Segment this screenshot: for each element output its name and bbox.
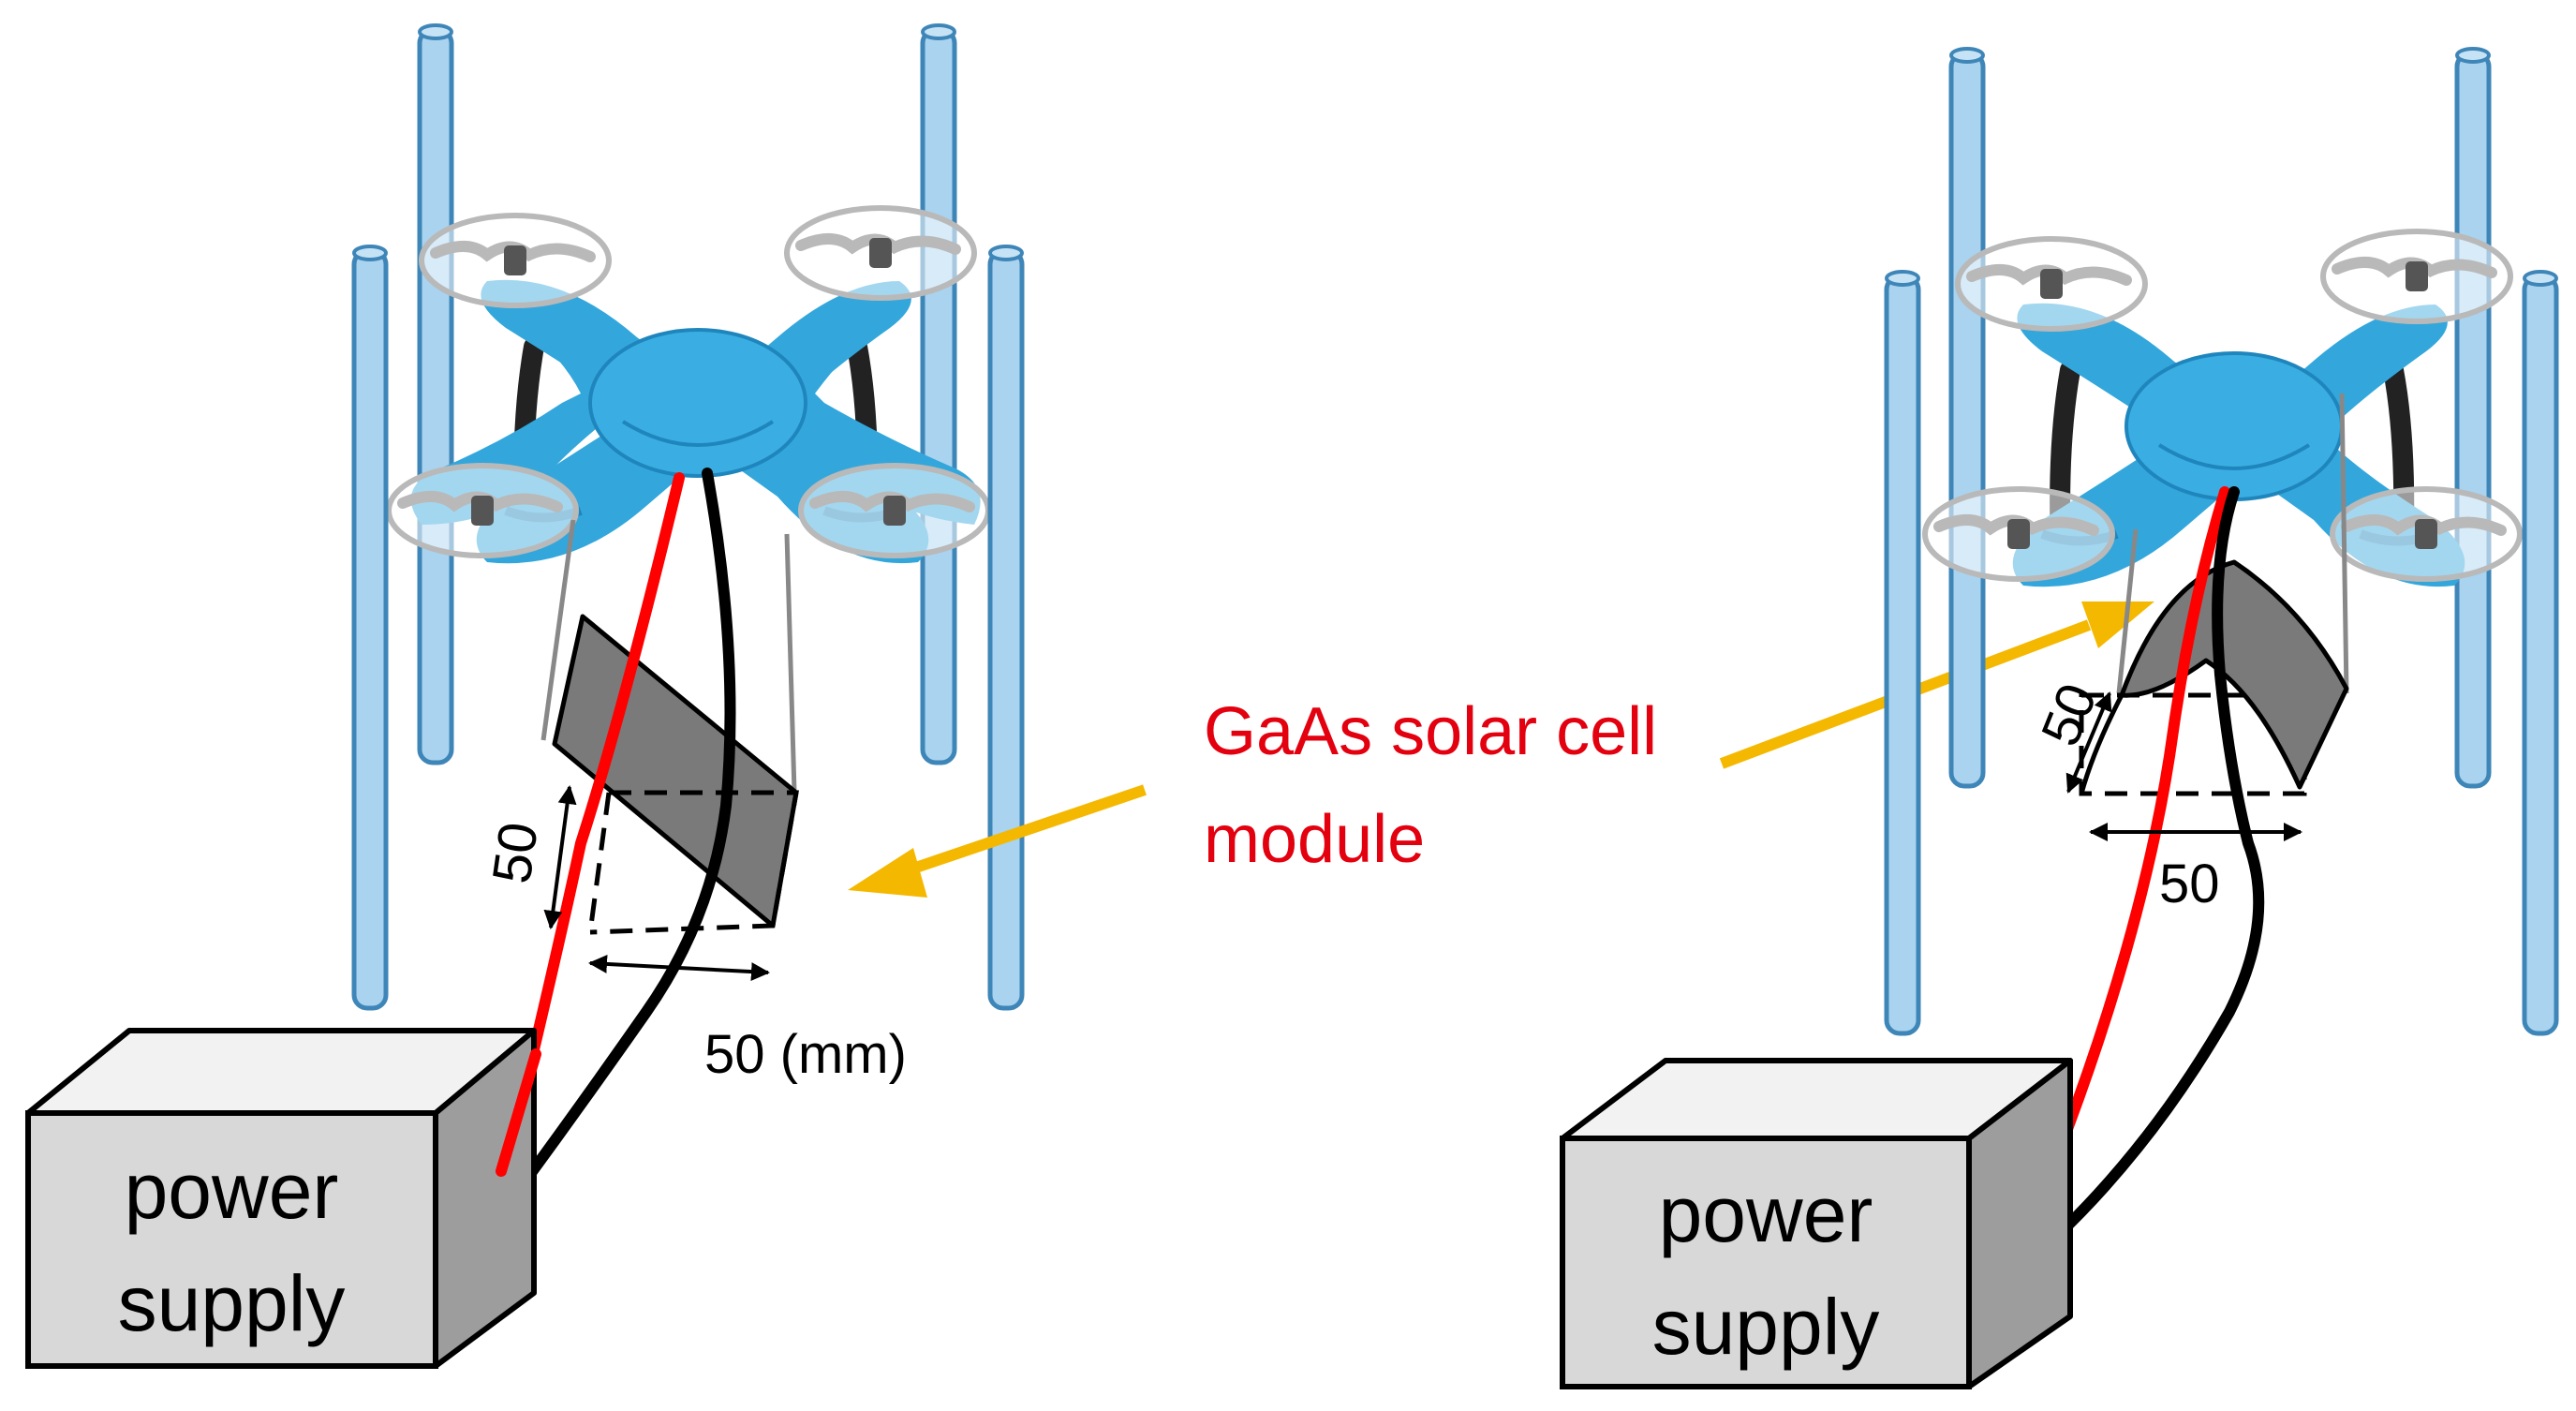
suspension-string — [2339, 393, 2349, 694]
power-supply-label-line1: power — [125, 1147, 339, 1235]
callout-label-line2: module — [1204, 802, 1425, 877]
guide-pole-left-back-2 — [920, 23, 957, 765]
callout-arrowhead-right — [2081, 602, 2154, 648]
panel-projection-dashed — [2079, 692, 2307, 796]
wire-negative-right — [2050, 486, 2265, 1242]
suspension-string — [2116, 528, 2139, 694]
propeller-right-4 — [2330, 486, 2523, 582]
dimension-label-vertical: 50 — [481, 819, 550, 887]
guide-pole-left-front-1 — [351, 245, 389, 1011]
dimension-label-vertical: 50 — [2030, 676, 2109, 754]
solar-panel-flat — [552, 614, 799, 928]
propeller-left-2 — [784, 205, 977, 301]
guide-pole-right-front-2 — [2522, 270, 2559, 1036]
callout-arrow-left — [897, 784, 1147, 879]
dimension-label-horizontal: 50 (mm) — [704, 1024, 907, 1085]
guide-pole-left-front-2 — [987, 245, 1025, 1011]
left-setup: 50 50 (mm) power supply — [25, 23, 1025, 1369]
power-supply-left: power supply — [25, 1028, 537, 1369]
panel-projection-dashed — [587, 792, 612, 933]
dimension-line-vertical — [543, 785, 577, 929]
guide-pole-left-back-1 — [417, 23, 454, 765]
guide-pole-right-back-2 — [2454, 47, 2492, 789]
wire-positive-right — [2036, 486, 2230, 1200]
dimension-line-vertical — [2065, 691, 2112, 794]
wire-negative-left — [505, 468, 736, 1207]
right-setup: 50 50 power supply — [1560, 47, 2559, 1389]
guide-pole-right-front-1 — [1884, 270, 1921, 1036]
power-supply-label-line2: supply — [118, 1259, 346, 1347]
propeller-left-4 — [798, 463, 991, 558]
power-supply-right: power supply — [1560, 1058, 2073, 1389]
callout-arrowhead-left — [848, 848, 927, 898]
solar-panel-curved — [2119, 559, 2349, 790]
power-supply-label-line1: power — [1659, 1170, 1873, 1258]
propeller-right-3 — [1922, 486, 2115, 582]
guide-pole-right-back-1 — [1948, 47, 1986, 789]
propeller-left-1 — [419, 213, 612, 308]
suspension-string — [784, 533, 797, 793]
propeller-left-3 — [386, 463, 579, 558]
dimension-label-horizontal: 50 — [2159, 854, 2220, 914]
panel-projection-dashed — [589, 790, 799, 935]
propeller-right-2 — [2320, 229, 2513, 324]
callout-label-line1: GaAs solar cell — [1204, 694, 1657, 769]
dimension-line-horizontal — [588, 954, 770, 982]
solar-cell-callout: GaAs solar cell module — [848, 602, 2154, 898]
suspension-string — [540, 519, 576, 741]
propeller-right-1 — [1955, 236, 2148, 332]
wire-positive-terminal — [496, 1048, 541, 1177]
power-supply-label-line2: supply — [1652, 1283, 1880, 1371]
